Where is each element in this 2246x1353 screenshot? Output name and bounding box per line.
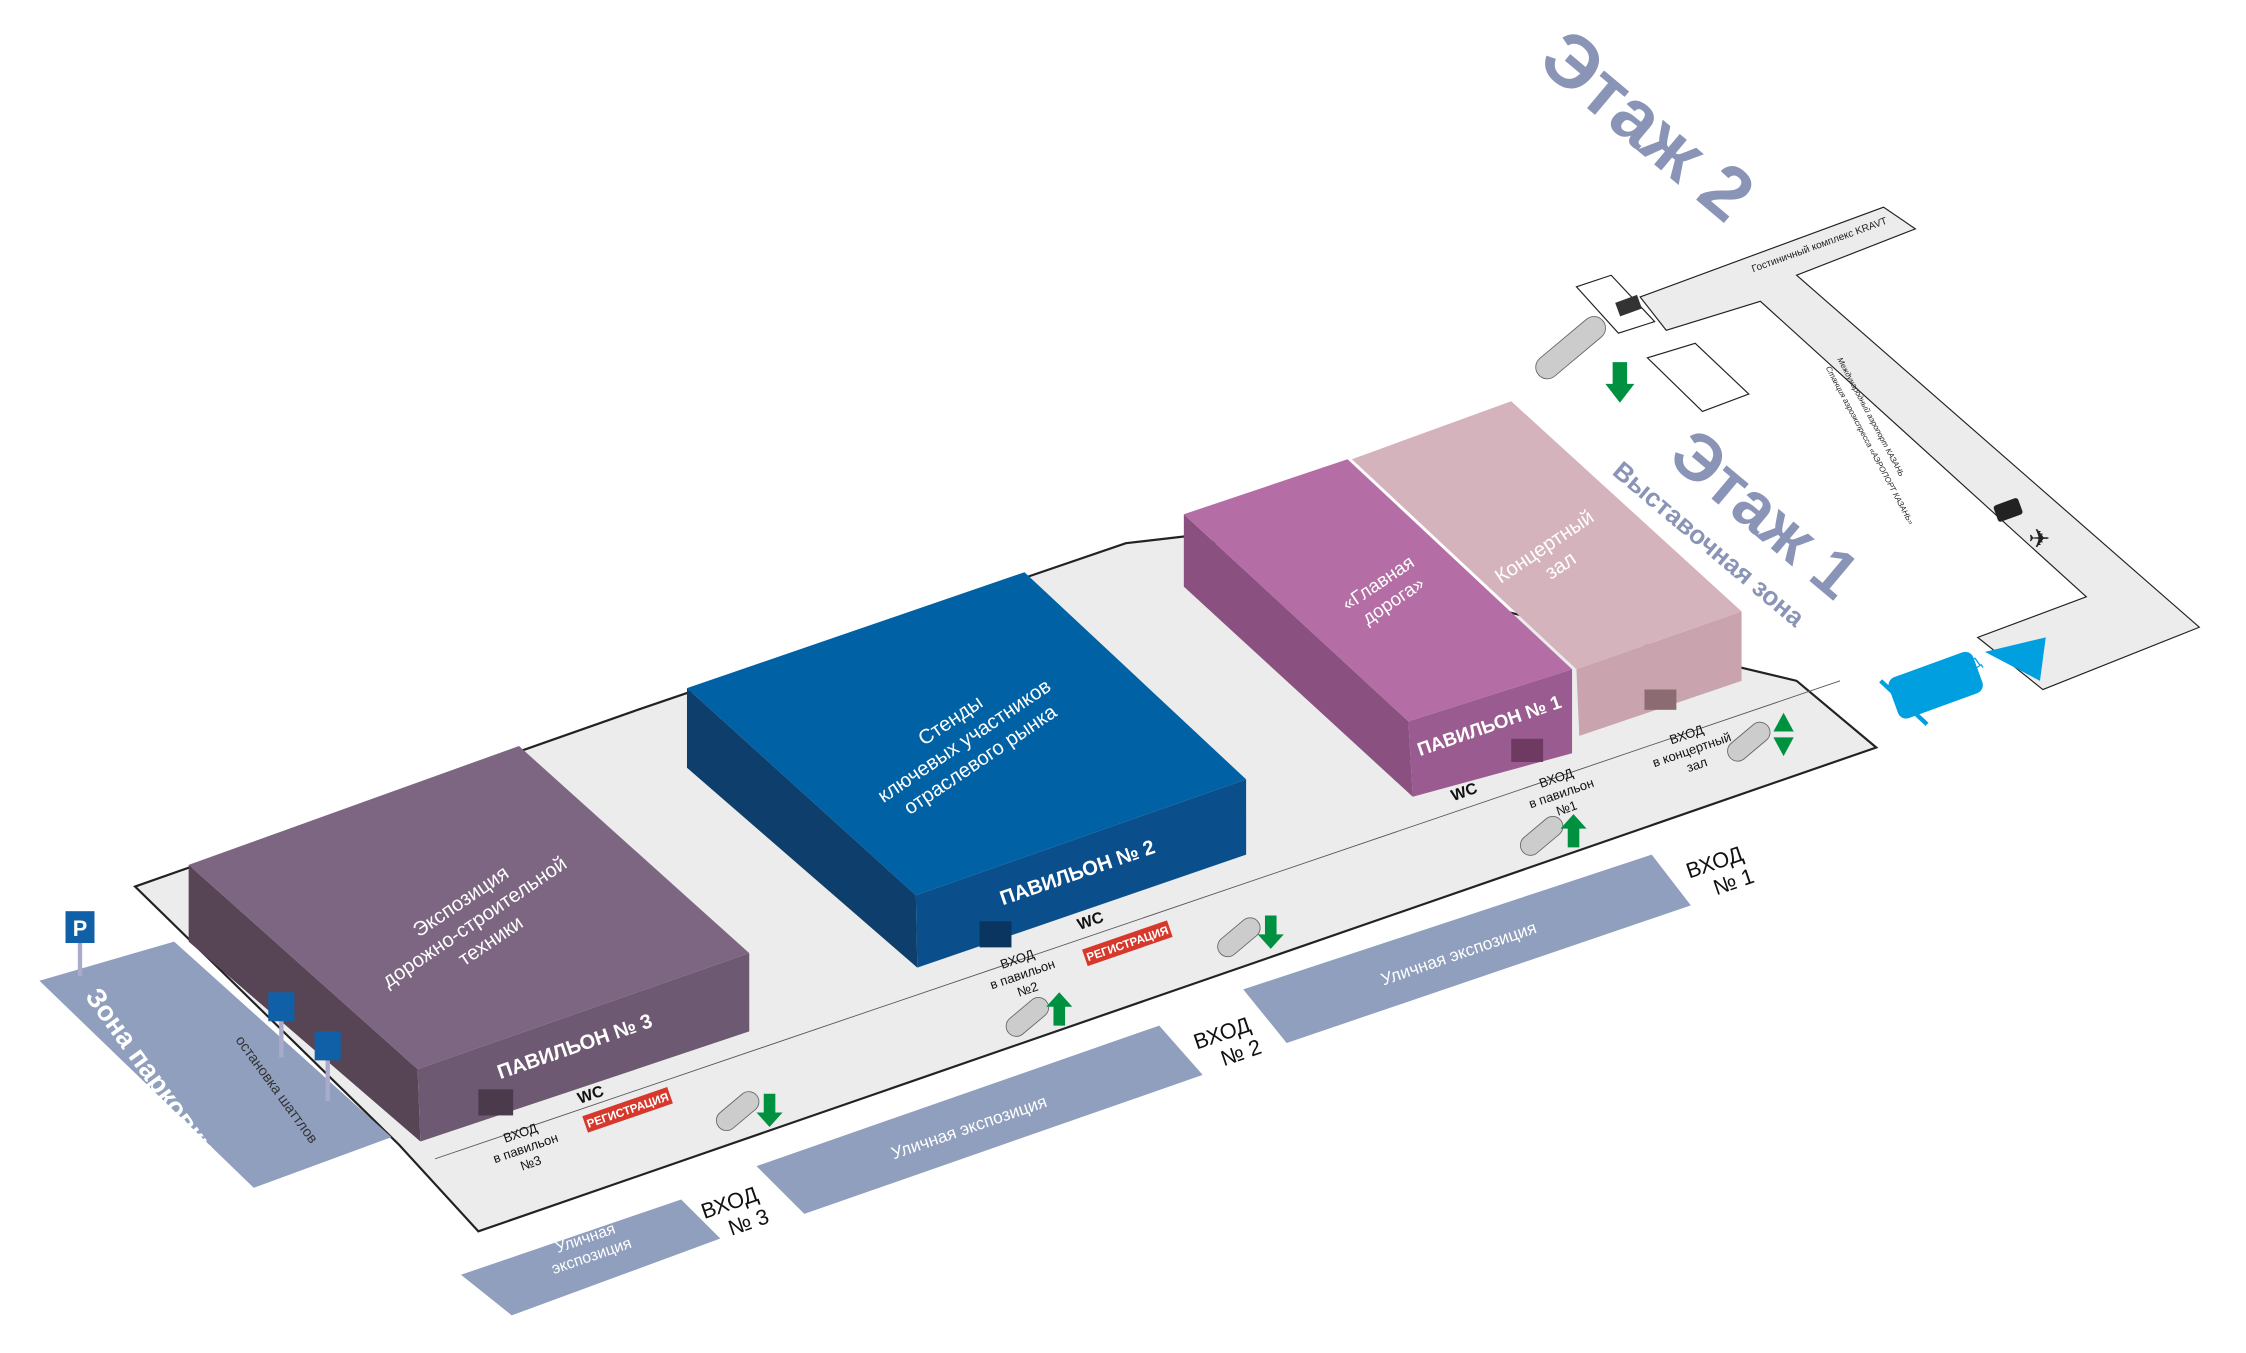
pavilion-2[interactable]: Стенды ключевых участников отраслевого р… (686, 572, 1247, 968)
rail-train-icon (1879, 651, 1983, 726)
floor2-title: Этаж 2 (1526, 13, 1770, 237)
escalator-4[interactable] (1516, 812, 1587, 859)
plane-icon: ✈ (2028, 524, 2050, 554)
train-icon (1993, 498, 2023, 522)
arrow-up-icon (1560, 814, 1587, 848)
arrow-updown-icon (1773, 712, 1794, 732)
pavilion-3[interactable]: Экспозиция дорожно-строительной техники … (188, 746, 750, 1142)
escalator-1[interactable] (712, 1087, 783, 1134)
pavilion-1[interactable]: «Главная дорога» ПАВИЛЬОН № 1 (1183, 459, 1573, 797)
escalator-3[interactable] (1214, 914, 1284, 961)
escalator-5[interactable] (1723, 712, 1794, 766)
arrow-up-icon (1046, 992, 1073, 1026)
arrow-down-icon (1605, 362, 1635, 403)
rail-direction-icon (1984, 637, 2046, 681)
bus-stop-icon (268, 992, 341, 1101)
escalator-down-floor2[interactable] (1531, 312, 1635, 403)
concert-hall[interactable]: Концертный зал (1351, 401, 1742, 736)
entrance-1[interactable]: ВХОД№ 1 (1683, 840, 1757, 907)
svg-text:P: P (73, 916, 88, 941)
escalator-2[interactable] (1002, 992, 1073, 1040)
arrow-down-icon (756, 1093, 783, 1128)
arrow-down-icon (1257, 915, 1284, 949)
entrance-2[interactable]: ВХОД№ 2 (1190, 1011, 1264, 1078)
parking-sign: P (65, 911, 95, 977)
